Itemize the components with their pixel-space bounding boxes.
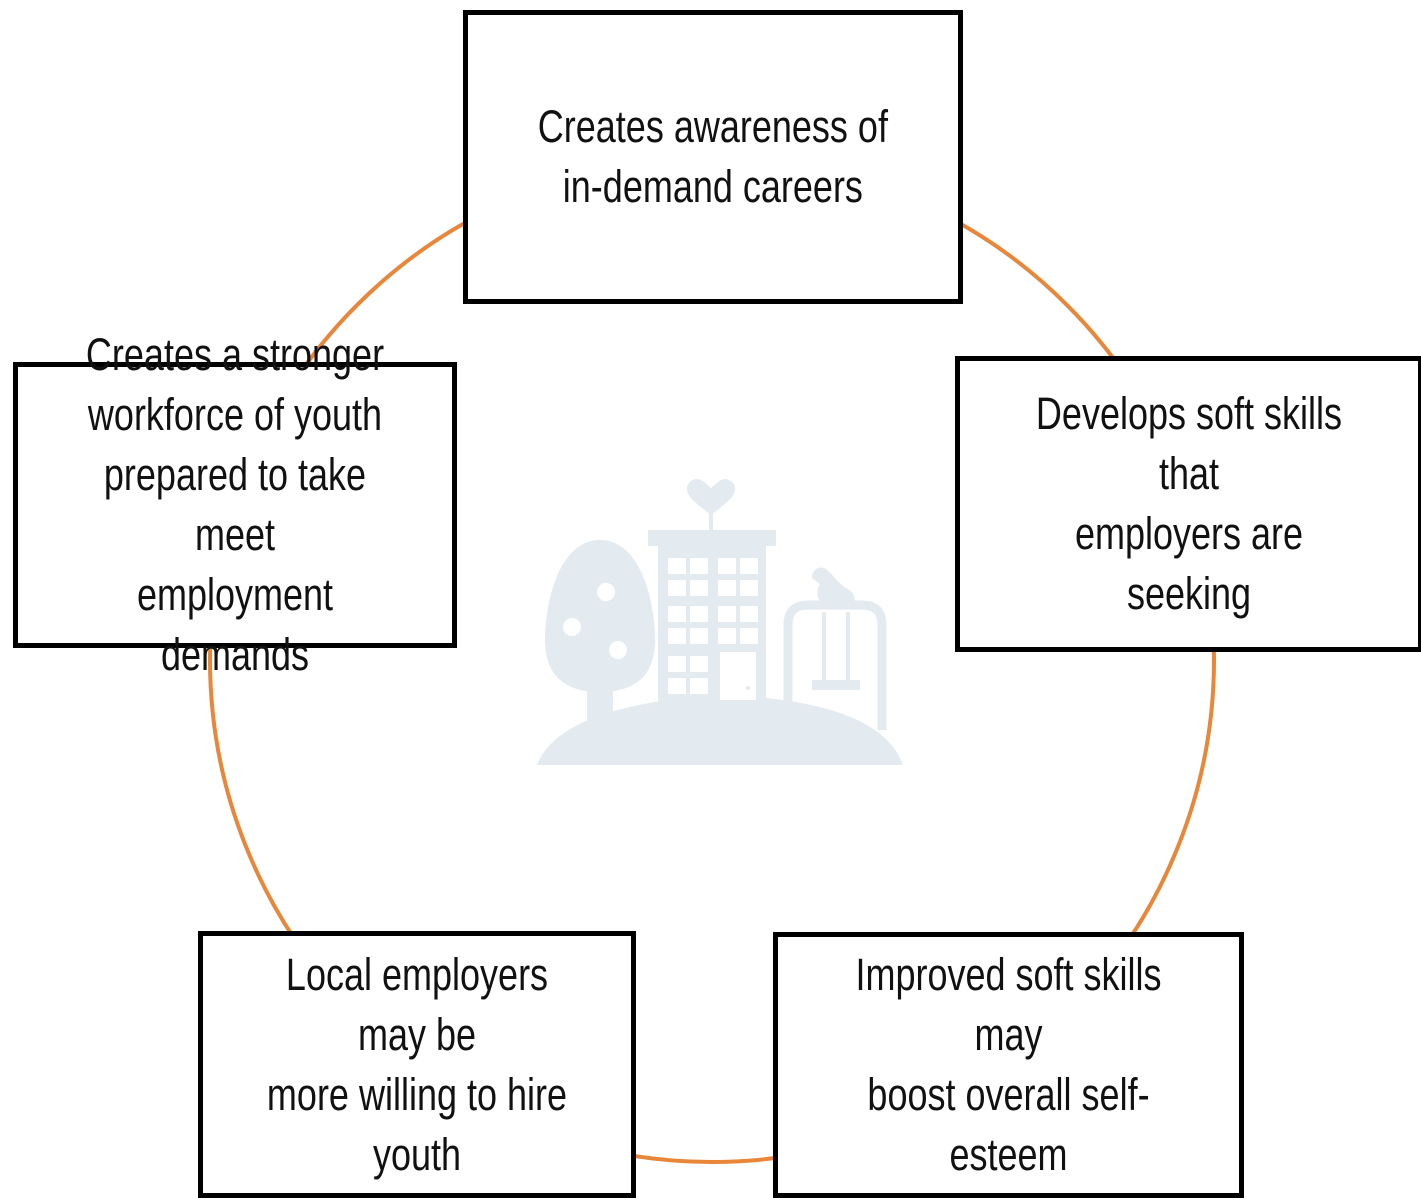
cycle-node-left: Creates a stronger workforce of youth pr…	[13, 329, 457, 680]
hill-shape	[537, 695, 903, 765]
community-building-illustration	[537, 479, 903, 765]
building-icon	[648, 530, 776, 706]
cycle-node-top-text: Creates awareness of in-demand careers	[537, 101, 889, 212]
tree-icon	[545, 540, 655, 730]
swing-icon	[783, 600, 887, 730]
heart-icon	[687, 479, 735, 515]
cycle-node-bottom-right: Improved soft skills may boost overall s…	[773, 932, 1244, 1198]
cycle-node-right: Develops soft skills that employers are …	[955, 356, 1421, 652]
cycle-node-right-text: Develops soft skills that employers are …	[1035, 388, 1343, 619]
bird-icon	[812, 567, 855, 604]
cycle-node-top: Creates awareness of in-demand careers	[463, 10, 963, 304]
cycle-node-left-text: Creates a stronger workforce of youth pr…	[85, 329, 385, 680]
cycle-node-bottom-right-text: Improved soft skills may boost overall s…	[855, 949, 1162, 1180]
cycle-node-bottom-left: Local employers may be more willing to h…	[198, 931, 636, 1198]
cycle-node-bottom-left-text: Local employers may be more willing to h…	[266, 948, 568, 1180]
